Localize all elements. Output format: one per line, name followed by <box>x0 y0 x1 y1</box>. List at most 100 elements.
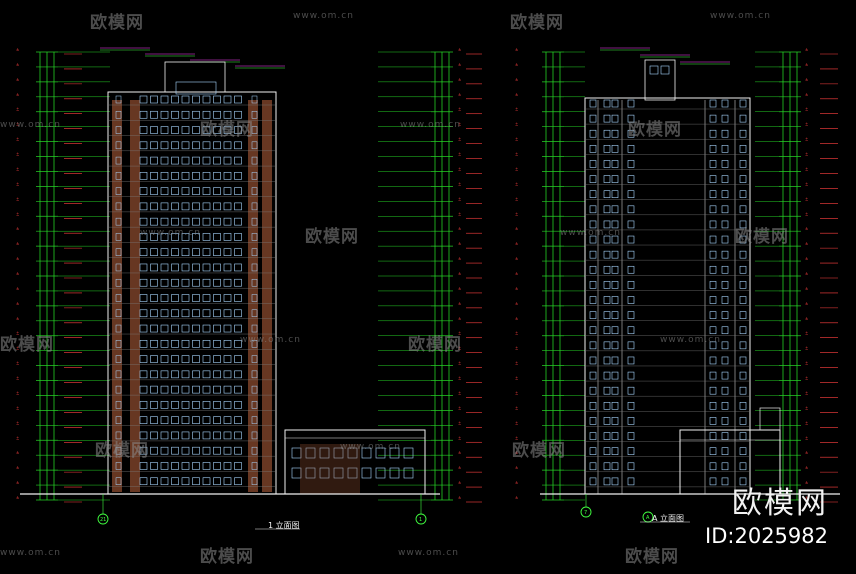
side-window <box>251 370 258 379</box>
window <box>223 309 232 318</box>
side-window <box>739 190 747 198</box>
window <box>150 294 158 302</box>
window <box>234 248 242 256</box>
window <box>234 141 242 150</box>
level-label: ± <box>805 47 808 52</box>
level-label: ± <box>16 62 19 67</box>
side-window <box>115 141 122 150</box>
level-label: ± <box>805 196 808 201</box>
side-window <box>611 250 619 259</box>
side-window <box>589 250 597 259</box>
window <box>171 156 179 165</box>
side-window <box>709 205 717 214</box>
side-window <box>721 99 729 108</box>
level-label: ± <box>805 211 808 216</box>
window <box>139 141 148 150</box>
window <box>223 172 232 180</box>
side-window <box>589 129 597 138</box>
level-label: ± <box>16 211 19 216</box>
side-window <box>627 447 635 455</box>
side-window <box>721 432 729 440</box>
watermark-id: ID:2025982 <box>705 524 828 548</box>
level-label: ± <box>805 166 808 171</box>
side-window <box>627 145 635 153</box>
level-label: ± <box>515 122 518 127</box>
level-label: ± <box>458 420 461 425</box>
side-window <box>251 217 258 226</box>
window <box>150 95 158 104</box>
window <box>213 446 221 455</box>
window <box>171 141 179 150</box>
window <box>192 416 200 424</box>
side-window <box>739 296 747 304</box>
level-label: ± <box>805 376 808 381</box>
window <box>171 278 179 287</box>
window <box>171 401 179 409</box>
side-window <box>739 145 747 153</box>
window <box>150 431 158 440</box>
side-window <box>603 235 611 244</box>
side-window <box>251 385 258 394</box>
window <box>213 355 221 363</box>
level-label: ± <box>515 331 518 336</box>
window <box>213 110 221 119</box>
window <box>234 156 242 165</box>
side-window <box>721 417 729 425</box>
level-label: ± <box>515 47 518 52</box>
window <box>234 401 242 409</box>
side-window <box>627 341 635 350</box>
level-label: ± <box>805 122 808 127</box>
level-label: ± <box>515 346 518 351</box>
level-label: ± <box>16 92 19 97</box>
side-window <box>627 462 635 471</box>
side-window <box>251 156 258 165</box>
level-label: ± <box>458 465 461 470</box>
side-window <box>739 175 747 183</box>
window <box>213 263 221 272</box>
side-window <box>611 145 619 153</box>
side-window <box>115 248 122 256</box>
window <box>192 233 200 241</box>
window <box>213 324 221 333</box>
window <box>150 324 158 333</box>
side-window <box>739 281 747 289</box>
level-label: ± <box>805 271 808 276</box>
side-window <box>251 126 258 134</box>
side-window <box>627 281 635 289</box>
level-label: ± <box>458 137 461 142</box>
window <box>160 416 169 424</box>
level-label: ± <box>515 137 518 142</box>
window <box>223 446 232 455</box>
side-window <box>251 278 258 287</box>
side-window <box>611 447 619 455</box>
side-window <box>709 296 717 304</box>
window <box>171 309 179 318</box>
window <box>150 233 158 241</box>
side-window <box>739 402 747 410</box>
window <box>192 340 200 348</box>
side-window <box>709 281 717 289</box>
window <box>223 187 232 195</box>
window <box>160 309 169 318</box>
window <box>202 294 211 302</box>
window <box>171 126 179 134</box>
side-window <box>603 447 611 455</box>
window <box>202 217 211 226</box>
side-window <box>721 190 729 198</box>
podium-window <box>347 467 358 479</box>
level-label: ± <box>458 301 461 306</box>
window <box>223 355 232 363</box>
level-label: ± <box>458 196 461 201</box>
side-window <box>251 233 258 241</box>
side-window <box>739 326 747 335</box>
window <box>150 202 158 211</box>
side-window <box>251 355 258 363</box>
window <box>192 156 200 165</box>
window <box>202 370 211 379</box>
window <box>171 324 179 333</box>
window <box>139 401 148 409</box>
axis-label: 1 <box>419 517 422 523</box>
side-window <box>709 265 717 274</box>
side-window <box>709 235 717 244</box>
side-window <box>603 220 611 229</box>
